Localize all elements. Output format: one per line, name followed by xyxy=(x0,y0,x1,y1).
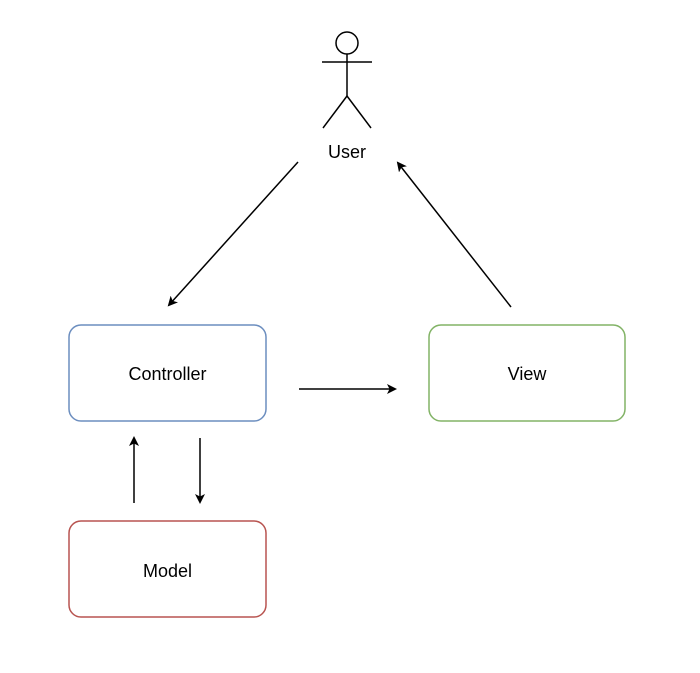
stick-figure-icon xyxy=(322,31,372,129)
view-label: View xyxy=(508,364,548,384)
user-actor: User xyxy=(322,31,372,162)
view-box xyxy=(428,324,626,422)
model-box xyxy=(68,520,267,618)
model-label: Model xyxy=(143,561,192,581)
controller-label: Controller xyxy=(128,364,206,384)
view-node: View xyxy=(428,324,626,422)
controller-node: Controller xyxy=(68,324,267,422)
arrow-view-to-user xyxy=(396,161,512,308)
model-node: Model xyxy=(68,520,267,618)
arrow-user-to-controller xyxy=(167,161,299,307)
controller-box xyxy=(68,324,267,422)
user-label: User xyxy=(328,142,366,162)
